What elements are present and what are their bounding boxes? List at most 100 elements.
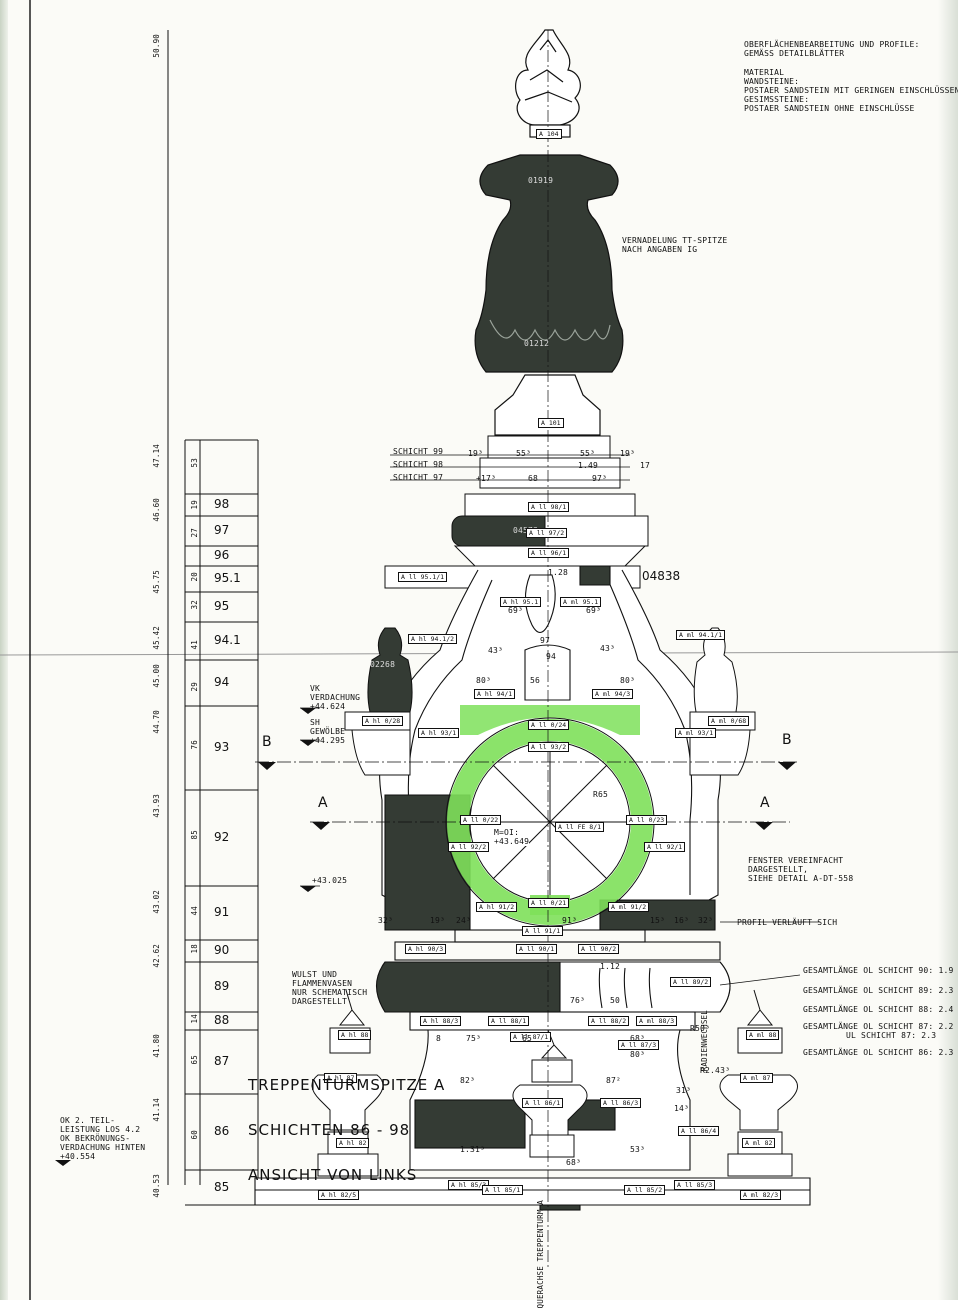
flame-vase-center [512,1029,588,1158]
radial-change-note: RADIENWECHSEL [700,1010,709,1072]
stone-tag: A 101 [538,418,564,428]
layer-height: 29 [190,682,199,692]
side-pinnacle-right [689,627,756,776]
stone-tag: A ml 82 [742,1138,776,1148]
dimension-value: 91³ [562,916,578,925]
dimension-value: 94 [546,652,557,661]
dimension-value: 15³ [650,916,666,925]
dimension-value: 43³ [600,644,616,653]
note-line: VERDACHUNG [310,693,361,702]
dimension-value: 68³ [630,1034,646,1043]
stone-tag: A ll 89/2 [670,977,712,987]
leader-lines [300,454,820,986]
layer-number: 95 [214,599,230,613]
note-line: GESIMSSTEINE: [744,95,810,104]
stone-tag: A hl 91/2 [476,902,518,912]
dimension-value: 76³ [570,996,586,1005]
layer-number: 89 [214,979,230,993]
note-m-point: M=OI:+43.649 [494,828,530,846]
flame-vase-right [719,989,798,1177]
dimension-value: R2.43³ [700,1066,731,1075]
title-line: TREPPENTURMSPITZE A [248,1076,446,1094]
dimension-value: R50³ [690,1024,711,1033]
elevation-value: 47.14 [152,444,161,468]
title-line: SCHICHTEN 86 - 98 [248,1121,411,1139]
note-line: POSTAER SANDSTEIN OHNE EINSCHLÜSSE [744,104,915,113]
dimension-value: 32³ [698,916,714,925]
layer-number: 85 [214,1179,230,1194]
elevation-scale [167,30,259,1185]
note-line: OK 2. TEIL- [60,1116,116,1125]
section-arrow-a-right [755,822,773,830]
note-line: DARGESTELLT, [748,865,809,874]
upper-stack [384,435,649,589]
dimension-value: 75³ [466,1034,482,1043]
stone-tag: A ll 88/1 [488,1016,530,1026]
elevation-value: 50.90 [152,34,161,58]
stone-tag: A ll 85/3 [674,1180,716,1190]
stone-tag: A hl 88 [338,1030,372,1040]
section-arrow-b-right [778,762,796,770]
layer-number: 93 [214,740,230,754]
section-a-left: A [318,795,328,811]
stone-tag: A hl 82 [336,1138,370,1148]
note-line: WANDSTEINE: [744,77,800,86]
stone-tag: A ll 85/1 [482,1185,524,1195]
stone-tag: A ll 91/1 [522,926,564,936]
layer-number: 96 [214,548,230,562]
gesamtlaenge-87: GESAMTLÄNGE OL SCHICHT 87: 2.2 [803,1022,954,1031]
elevation-value: 46.60 [152,498,161,522]
stone-tag: A ll 0/22 [460,815,502,825]
layer-number: 98 [214,497,230,511]
elevation-value: 45.75 [152,570,161,594]
dimension-value: 80³ [476,676,492,685]
note-line: SIEHE DETAIL A-DT-558 [748,874,854,883]
note-line: FENSTER VEREINFACHT [748,856,844,865]
stone-tag: A ml 93/1 [675,728,717,738]
dimension-value: 82³ [460,1076,476,1085]
note-line: NACH ANGABEN IG [622,245,698,254]
stone-number: 01919 [528,176,554,185]
note-line: M=OI: [494,828,520,837]
title-line: ANSICHT VON LINKS [248,1166,418,1184]
stone-number: 01212 [524,339,550,348]
stone-tag: A ll 92/1 [644,842,686,852]
note-line: NUR SCHEMATISCH [292,988,368,997]
note-line: LEISTUNG LOS 4.2 [60,1125,141,1134]
dimension-value: 55³ [516,449,532,458]
note-line: WULST UND [292,970,338,979]
stone-tag: A ll 0/24 [528,720,570,730]
note-line: SH [310,718,321,727]
drawing-title: TREPPENTURMSPITZE A SCHICHTEN 86 - 98 AN… [248,1048,445,1213]
layer-height: 76 [190,740,199,750]
dimension-value: R65 [593,790,609,799]
layer-height: 60 [190,1130,199,1140]
elevation-value: 43.93 [152,794,161,818]
stone-tag: A ll 93/2 [528,742,570,752]
note-line: OBERFLÄCHENBEARBEITUNG UND PROFILE: [744,40,920,49]
layer-boundaries [185,439,258,1206]
layer-height: 18 [190,944,199,954]
stone-tag: A ml 95.1 [560,597,602,607]
dimension-value: 19³ [620,449,636,458]
schicht-label: SCHICHT 98 [393,460,444,469]
layer-height: 53 [190,458,199,468]
layer-number: 87 [214,1054,230,1068]
dimension-value: 31³ [676,1086,692,1095]
dimension-value: 53³ [630,1145,646,1154]
layer-number: 94 [214,675,230,689]
dimension-value: 1.49 [578,461,599,470]
stone-tag: A ll 0/23 [626,815,668,825]
stone-tag: A ll 86/4 [678,1126,720,1136]
schicht-label: SCHICHT 99 [393,447,444,456]
layer-height: 85 [190,830,199,840]
elevation-value: 41.14 [152,1098,161,1122]
stone-tag: A ll FE 8/1 [555,822,605,832]
